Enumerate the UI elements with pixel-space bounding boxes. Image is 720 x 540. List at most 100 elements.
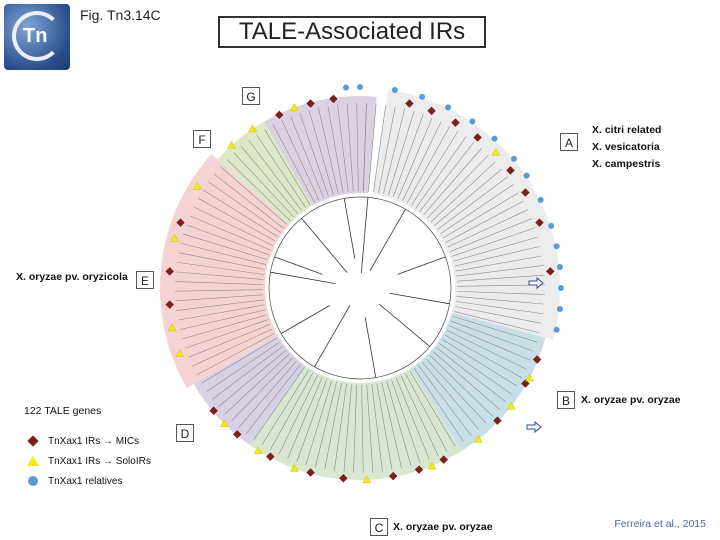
leaf-label xyxy=(214,173,284,229)
leaf-label xyxy=(314,382,337,468)
leaf-label xyxy=(193,206,273,246)
leaf-label xyxy=(447,209,528,248)
leaf-label xyxy=(445,200,524,243)
diamond-icon xyxy=(24,435,42,447)
leaf-label xyxy=(208,181,281,233)
leaf-label xyxy=(192,328,273,367)
leaf-label xyxy=(402,121,442,201)
tree-branch xyxy=(360,197,369,274)
mic-diamond-marker xyxy=(306,99,315,108)
leaf-label xyxy=(430,161,496,223)
leaf-label xyxy=(176,299,264,311)
leaf-label xyxy=(391,379,421,464)
mic-diamond-marker xyxy=(329,94,338,104)
triangle-icon xyxy=(24,456,42,466)
leaf-label xyxy=(454,246,541,267)
leaf-label xyxy=(439,343,512,395)
soloir-triangle-marker xyxy=(491,147,501,156)
clade-e-name: X. oryzae pv. oryzicola xyxy=(16,271,128,283)
clade-d-sector xyxy=(193,335,306,446)
leaf-label xyxy=(196,333,275,376)
soloir-triangle-marker xyxy=(506,401,516,410)
legend-item-soloirs: TnXax1 IRs → SoloIRs xyxy=(24,451,151,471)
leaf-label xyxy=(454,311,540,334)
soloir-triangle-marker xyxy=(473,434,483,443)
citation-credit: Ferreira et al., 2015 xyxy=(614,518,706,530)
clade-a-name-1: X. citri related xyxy=(592,124,662,136)
leaf-label xyxy=(456,291,545,295)
relative-circle-marker xyxy=(553,326,560,333)
leaf-label xyxy=(422,362,480,430)
leaf-label xyxy=(396,377,430,460)
leaf-label xyxy=(179,309,266,330)
leaf-label xyxy=(363,103,367,192)
leaf-label xyxy=(308,110,334,195)
leaf-label xyxy=(318,107,339,194)
inner-branch-ring xyxy=(268,196,452,380)
leaf-label xyxy=(281,120,320,201)
leaf-label xyxy=(373,104,387,192)
mic-diamond-marker xyxy=(306,468,315,477)
leaf-label xyxy=(238,361,297,428)
leaf-label xyxy=(451,227,536,257)
legend-title: 122 TALE genes xyxy=(24,405,102,417)
legend-label-relatives: TnXax1 relatives xyxy=(48,475,123,487)
leaf-label xyxy=(376,383,393,471)
leaf-label xyxy=(415,136,467,209)
leaf-label xyxy=(405,373,448,452)
clade-label-d: D xyxy=(176,424,194,442)
tree-branch xyxy=(378,303,430,347)
leaf-label xyxy=(296,379,328,462)
leaf-label xyxy=(182,233,268,260)
leaf-label xyxy=(182,314,267,340)
leaf-label xyxy=(188,324,271,358)
relative-circle-marker xyxy=(342,84,349,91)
leaf-label xyxy=(456,274,545,282)
soloir-triangle-marker xyxy=(289,463,299,472)
leaf-label xyxy=(189,215,271,251)
clade-label-g: G xyxy=(242,87,260,105)
clade-c-sector xyxy=(249,365,462,480)
leaf-label xyxy=(400,375,439,456)
leaf-label xyxy=(444,334,522,378)
leaf-label xyxy=(456,265,544,277)
leaf-label xyxy=(180,242,266,265)
soloir-triangle-marker xyxy=(525,373,534,382)
leaf-label xyxy=(440,184,514,235)
logo-ring xyxy=(12,11,62,61)
leaf-label xyxy=(427,154,489,219)
soloir-triangle-marker xyxy=(170,233,179,242)
mic-diamond-marker xyxy=(176,218,185,227)
soloir-triangle-marker xyxy=(253,446,263,455)
arrow-icon xyxy=(528,276,544,290)
mic-diamond-marker xyxy=(506,166,515,175)
leaf-label xyxy=(353,384,357,473)
leaf-label xyxy=(371,384,383,472)
leaf-label xyxy=(270,372,314,450)
clade-f-sector xyxy=(217,121,313,225)
leaf-label xyxy=(418,365,472,436)
leaf-label xyxy=(356,103,359,192)
tree-branch xyxy=(343,198,356,259)
soloir-triangle-marker xyxy=(289,103,299,111)
leaf-label xyxy=(327,105,344,193)
legend-item-mics: TnXax1 IRs → MICs xyxy=(24,431,151,451)
leaf-label xyxy=(451,320,534,352)
leaf-label xyxy=(368,103,377,192)
leaf-label xyxy=(434,168,502,226)
leaf-label xyxy=(456,301,544,315)
leaf-label xyxy=(184,319,269,349)
soloir-triangle-marker xyxy=(192,181,202,190)
relative-circle-marker xyxy=(445,104,452,111)
leaf-label xyxy=(324,383,342,470)
leaf-label xyxy=(245,364,301,434)
relative-circle-marker xyxy=(553,243,560,250)
leaf-label xyxy=(429,355,494,417)
leaf-label xyxy=(437,176,508,230)
leaf-label xyxy=(406,126,450,204)
clade-c-name: X. oryzae pv. oryzae xyxy=(393,521,493,533)
slide-title: TALE-Associated IRs xyxy=(218,16,486,48)
soloir-triangle-marker xyxy=(167,323,177,332)
legend: 122 TALE genes TnXax1 IRs → MICs TnXax1 … xyxy=(24,405,151,491)
circle-icon xyxy=(24,476,42,486)
